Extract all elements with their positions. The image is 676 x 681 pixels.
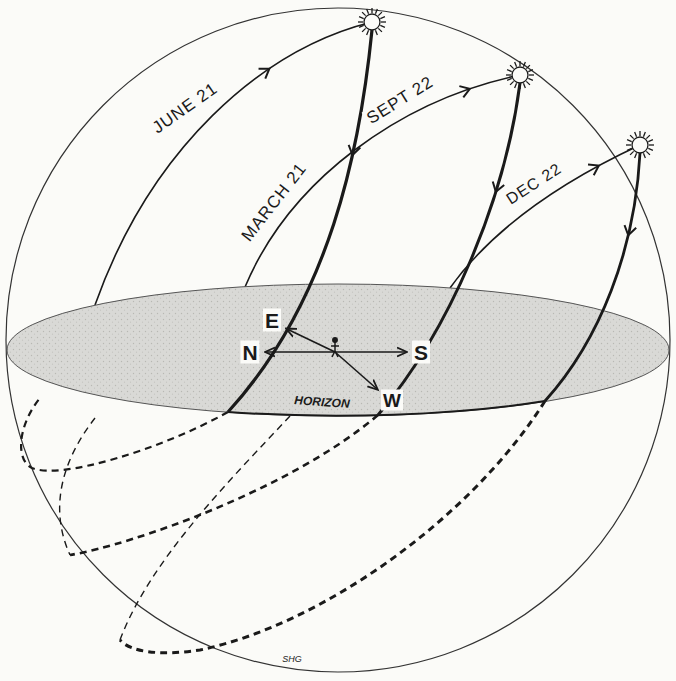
sun-symbol [506, 61, 534, 89]
sun-symbol [358, 8, 386, 36]
horizon-plane [7, 284, 669, 416]
compass-arrows [266, 329, 406, 389]
direction-arrowhead [588, 160, 602, 175]
equinox-below-back [60, 418, 95, 555]
direction-label: W [381, 390, 403, 411]
december-below-back [120, 416, 290, 640]
below-horizon-paths [21, 398, 545, 653]
date-label: MARCH 21 [236, 158, 311, 247]
direction-arrowhead [459, 83, 471, 97]
sun-symbol [626, 131, 654, 159]
direction-label: N [240, 341, 259, 364]
equinox-below-path [70, 415, 378, 555]
horizon-label: HORIZON [292, 393, 352, 411]
path-arrowheads [259, 64, 637, 237]
observer-figure [331, 338, 339, 357]
direction-arrowhead [259, 64, 273, 79]
december-below-path [120, 401, 545, 653]
june-back-path [95, 22, 372, 305]
direction-arrowhead [622, 225, 636, 237]
sphere-outline [6, 8, 670, 672]
december-back-path [450, 145, 640, 288]
direction-label: E [263, 309, 281, 332]
date-label: SEPT 22 [362, 71, 439, 129]
direction-arrowhead [347, 145, 361, 156]
june-front-path [228, 30, 372, 412]
june-below-path [21, 398, 228, 471]
equinox-front-path [378, 83, 520, 415]
south-arrow [335, 351, 406, 353]
west-arrow [335, 352, 377, 389]
direction-arrowhead [490, 182, 504, 194]
direction-label: S [412, 341, 430, 364]
sun-symbols [358, 8, 654, 159]
date-label: JUNE 21 [147, 78, 223, 139]
december-front-path [545, 153, 640, 401]
east-arrow [287, 329, 335, 352]
signature: SHG [280, 654, 304, 665]
date-label: DEC 22 [501, 158, 566, 209]
north-arrow [266, 351, 335, 353]
front-paths [228, 30, 640, 415]
